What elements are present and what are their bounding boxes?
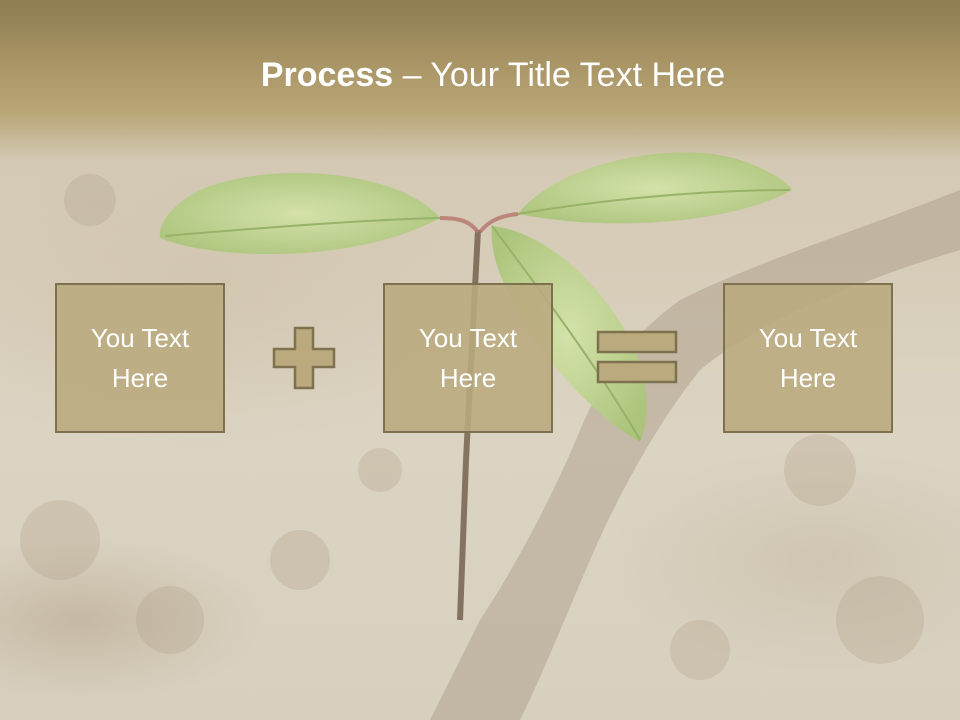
leaf-right [518,152,792,224]
process-box-2[interactable]: You Text Here [383,283,553,433]
soil-crack [430,190,960,720]
process-box-text: You Text Here [418,323,518,393]
plus-icon [272,326,336,390]
title-rest: – Your Title Text Here [393,56,726,94]
process-box-text: You Text Here [758,323,858,393]
process-box-3[interactable]: You Text Here [723,283,893,433]
title-bold: Process [260,56,394,94]
soil-texture [20,174,924,680]
process-box-text: You Text Here [90,323,190,393]
title-bar [0,0,960,160]
process-box-1[interactable]: You Text Here [55,283,225,433]
leaf-left [159,173,440,255]
equals-icon [596,330,678,384]
page-title: Process – Your Title Text Here [0,52,960,98]
